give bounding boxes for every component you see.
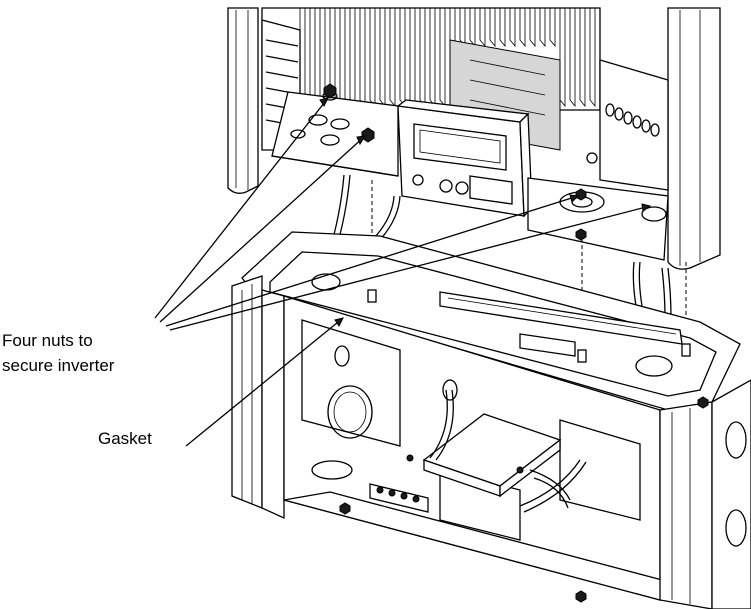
fin bbox=[549, 8, 556, 48]
leader-nut-1 bbox=[154, 97, 329, 319]
rod bbox=[265, 39, 299, 47]
fin bbox=[539, 8, 546, 48]
rod bbox=[641, 119, 651, 133]
display-module bbox=[396, 99, 533, 218]
leader-gasket bbox=[185, 317, 344, 447]
label-nuts-line1: Four nuts to bbox=[2, 331, 93, 350]
leader-nut-3 bbox=[165, 195, 579, 327]
inverter-left-panel bbox=[227, 7, 259, 194]
nut-3-icon bbox=[575, 188, 587, 201]
fin bbox=[389, 8, 396, 108]
box-right-wall bbox=[659, 401, 713, 609]
fin bbox=[379, 8, 386, 108]
fin bbox=[469, 8, 476, 48]
rod bbox=[265, 71, 299, 79]
leader-nut-4 bbox=[169, 205, 651, 331]
inverter-unit bbox=[227, 7, 721, 270]
gasket bbox=[269, 251, 717, 397]
fin bbox=[579, 8, 586, 108]
fin bbox=[559, 8, 566, 108]
rod bbox=[614, 107, 624, 121]
label-nuts-line2: secure inverter bbox=[2, 356, 115, 375]
fin bbox=[509, 8, 516, 48]
fin bbox=[479, 8, 486, 48]
rod bbox=[265, 55, 299, 63]
inverter-right-panel bbox=[667, 7, 721, 270]
fin bbox=[529, 8, 536, 48]
label-gasket: Gasket bbox=[98, 429, 152, 448]
terminal-block bbox=[369, 483, 429, 513]
rod bbox=[623, 111, 633, 125]
rod bbox=[650, 123, 660, 137]
callout-leaders bbox=[154, 97, 652, 447]
fin bbox=[489, 8, 496, 48]
leader-nut-2 bbox=[159, 135, 366, 323]
fin bbox=[519, 8, 526, 48]
nut-4-icon bbox=[575, 228, 587, 241]
fin bbox=[439, 8, 446, 108]
rod bbox=[605, 103, 615, 117]
fin bbox=[569, 8, 576, 108]
fin bbox=[589, 8, 596, 108]
box-left-wall bbox=[231, 275, 263, 509]
fin bbox=[499, 8, 506, 48]
wiring-box bbox=[231, 231, 751, 609]
rod bbox=[632, 115, 642, 129]
